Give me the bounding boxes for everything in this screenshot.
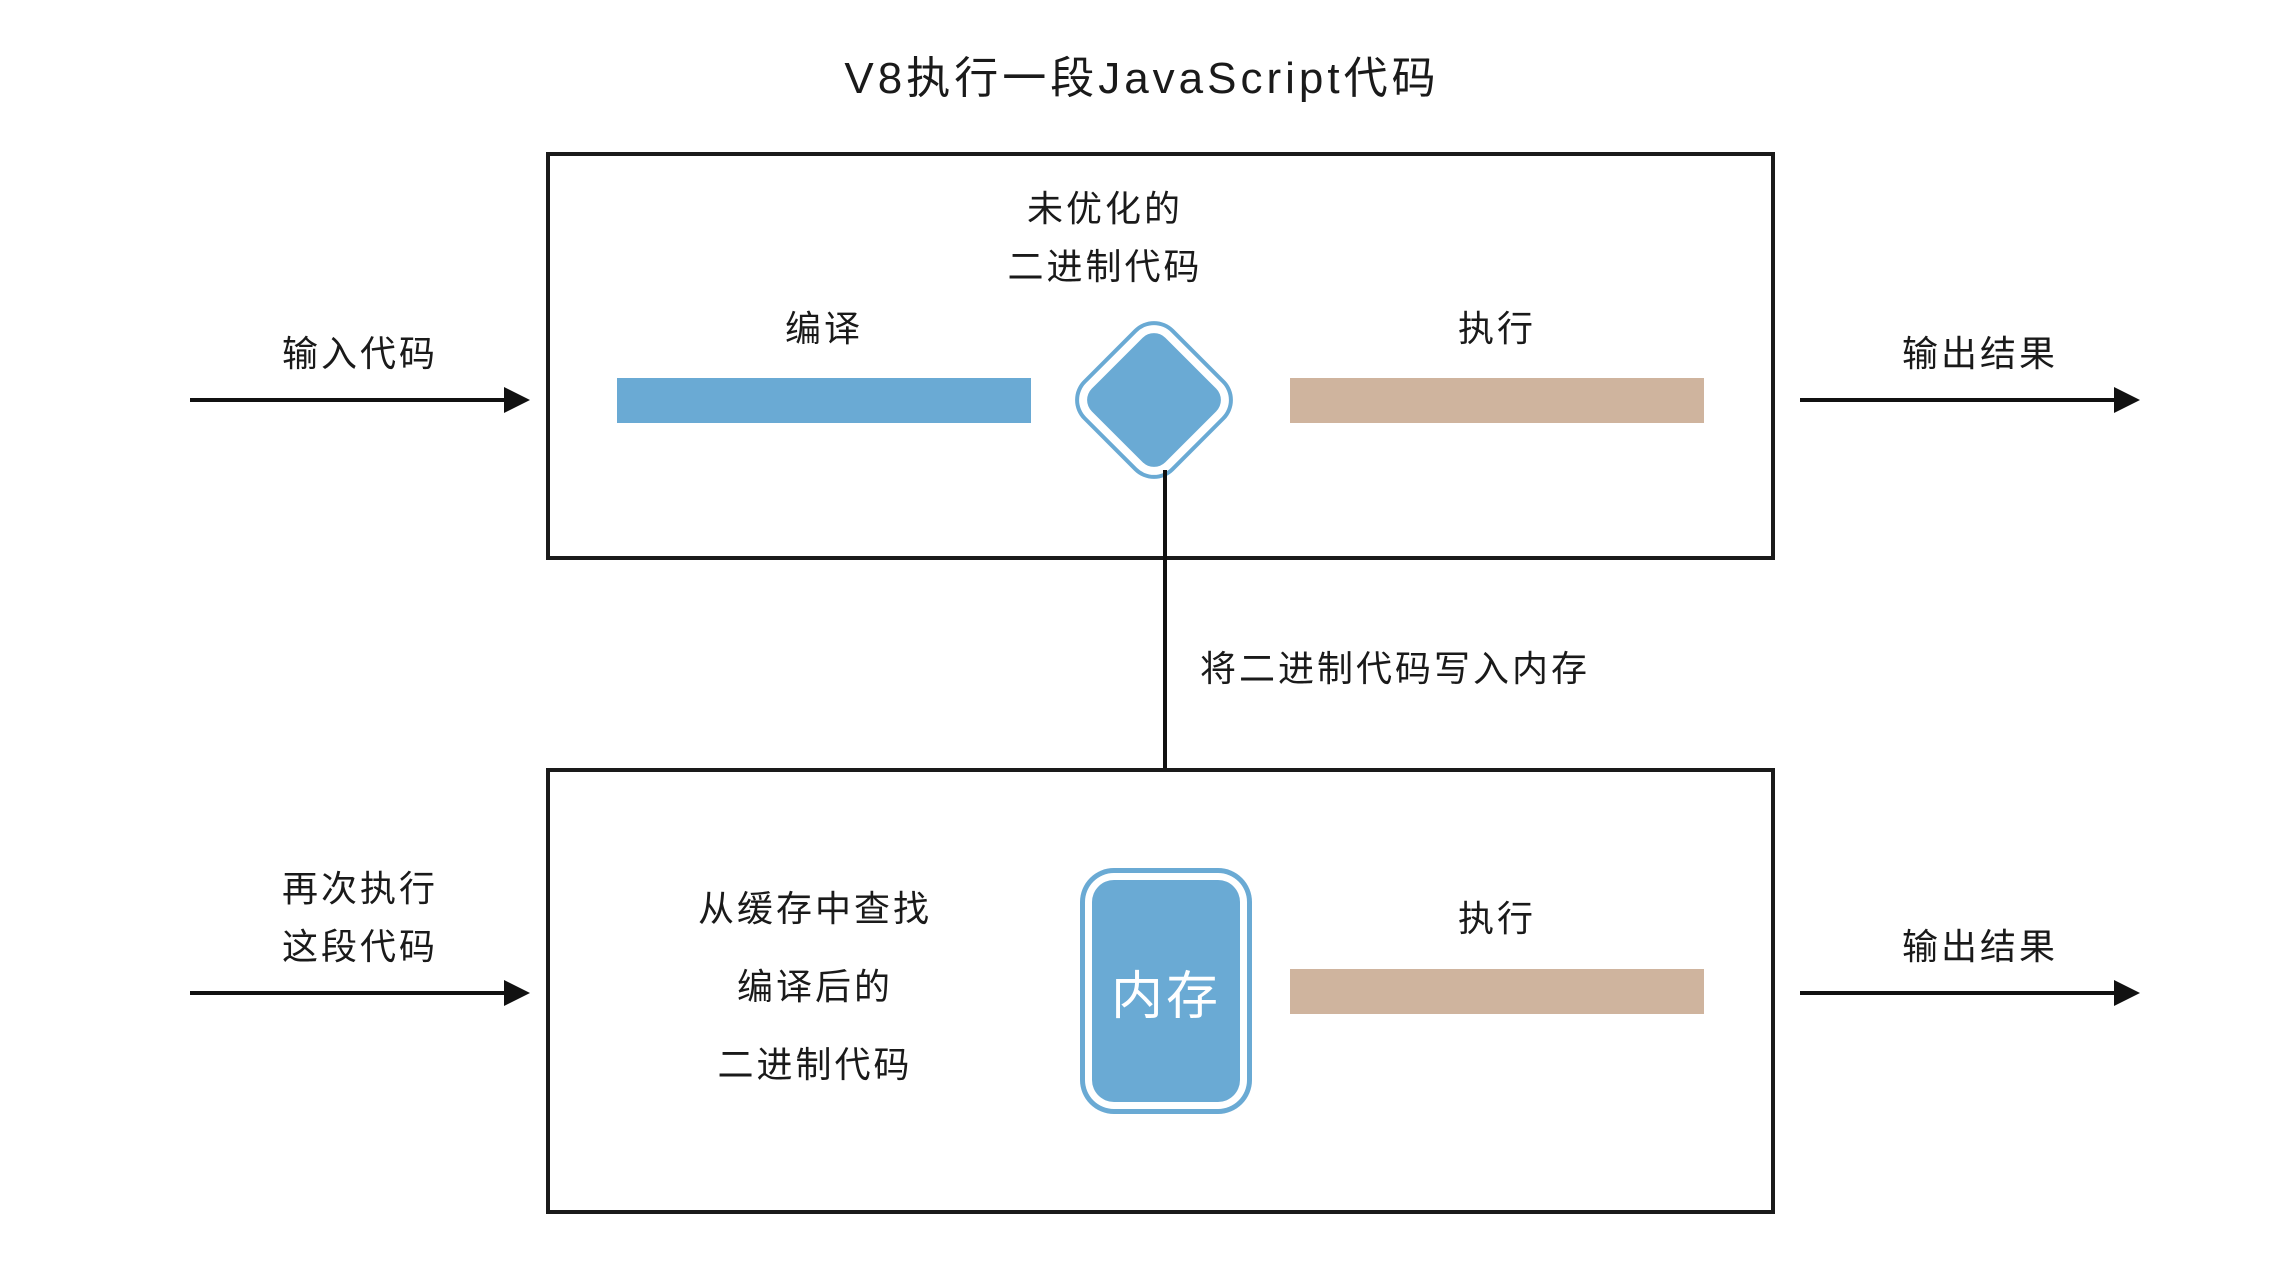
arrow-head-icon	[504, 980, 530, 1006]
input-code-arrow	[190, 385, 530, 415]
output-result-arrow-top	[1800, 385, 2140, 415]
output-result-caption-top: 输出结果	[1790, 325, 2170, 383]
output-result-caption-bottom-line: 输出结果	[1901, 926, 2058, 967]
memory-node: 内存	[1092, 880, 1240, 1102]
arrow-shaft	[190, 991, 504, 995]
reexecute-code-caption-line1: 再次执行	[281, 868, 438, 909]
unoptimized-binary-label-line1: 未优化的	[1026, 188, 1183, 229]
execute-label-bottom: 执行	[1457, 898, 1536, 939]
execute-label-top: 执行	[1457, 308, 1536, 349]
cache-lookup-label-line1: 从缓存中查找	[697, 888, 932, 929]
output-result-caption-top-line: 输出结果	[1901, 333, 2058, 374]
arrow-shaft	[1163, 470, 1167, 838]
input-code-caption: 输入代码	[170, 325, 550, 383]
compile-label-top: 编译	[784, 308, 863, 349]
unoptimized-binary-label-line2: 二进制代码	[1007, 246, 1203, 287]
arrow-head-icon	[504, 387, 530, 413]
arrow-head-icon	[2114, 387, 2140, 413]
unoptimized-binary-label: 未优化的 二进制代码	[935, 180, 1275, 296]
write-to-memory-caption: 将二进制代码写入内存	[1200, 648, 1591, 689]
execute-bar-top	[1290, 378, 1704, 423]
arrow-shaft	[1800, 398, 2114, 402]
input-code-caption-line: 输入代码	[281, 333, 438, 374]
output-result-arrow-bottom	[1800, 978, 2140, 1008]
cache-lookup-label-line2: 编译后的	[736, 966, 893, 1007]
output-result-caption-bottom: 输出结果	[1790, 918, 2170, 976]
reexecute-code-caption-line2: 这段代码	[281, 926, 438, 967]
reexecute-code-arrow	[190, 978, 530, 1008]
cache-lookup-label-line3: 二进制代码	[717, 1044, 913, 1085]
diagram-title: V8执行一段JavaScript代码	[844, 54, 1440, 103]
arrow-shaft	[1800, 991, 2114, 995]
compile-bar-top	[617, 378, 1031, 423]
reexecute-code-caption: 再次执行 这段代码	[170, 860, 550, 976]
cache-lookup-label: 从缓存中查找 编译后的 二进制代码	[620, 870, 1010, 1104]
arrow-shaft	[190, 398, 504, 402]
memory-node-label: 内存	[1110, 967, 1221, 1026]
arrow-head-icon	[2114, 980, 2140, 1006]
execute-bar-bottom	[1290, 969, 1704, 1014]
